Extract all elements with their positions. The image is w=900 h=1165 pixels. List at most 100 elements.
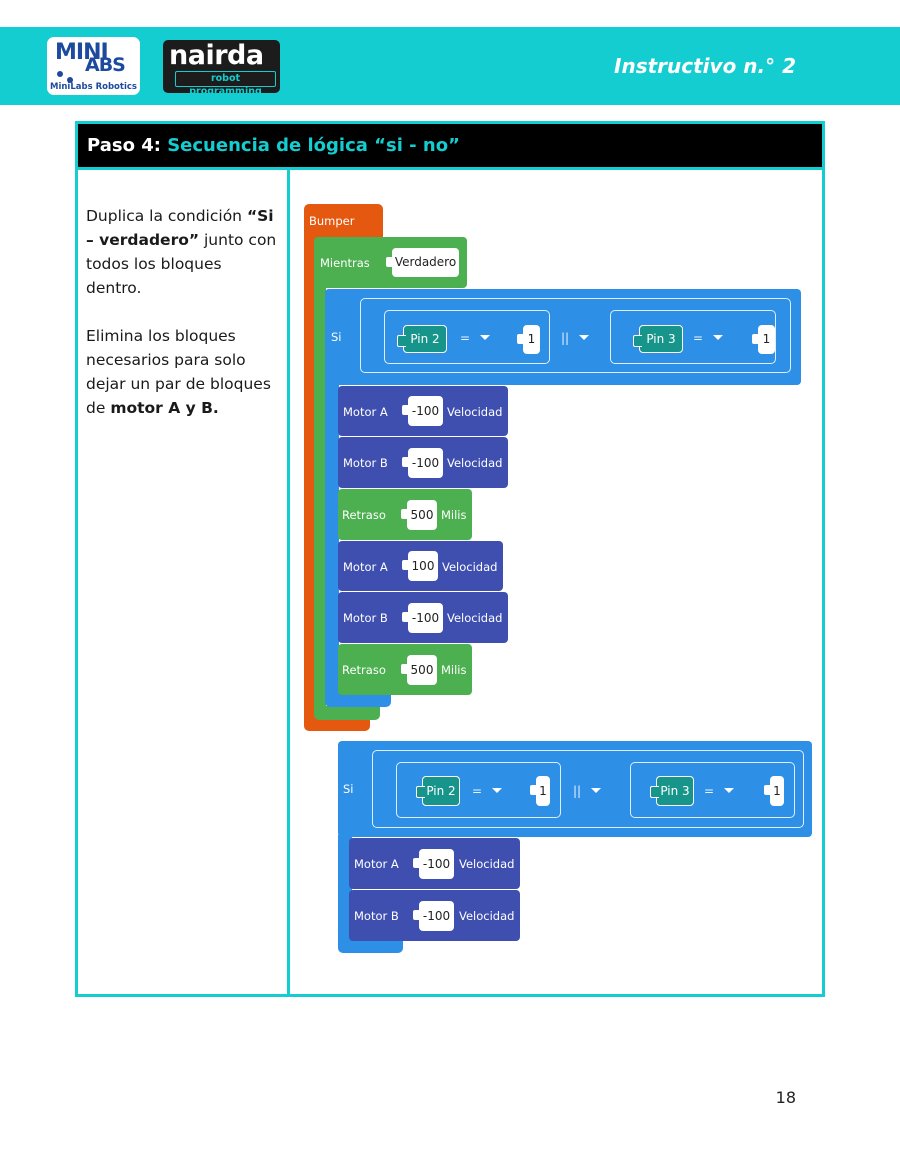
motor-label: Motor A [343,405,388,419]
if-label-1: Si [331,330,342,344]
header-title: Instructivo n.° 2 [614,54,796,78]
instruction-text: Elimina los bloques necesarios para solo… [86,327,271,417]
operator-dropdown-1-right[interactable]: = [693,331,724,345]
motor-b-block[interactable]: Motor B -100 Velocidad [338,592,508,643]
bumper-block-body [304,236,316,724]
operator-dropdown-2-left[interactable]: = [472,784,503,798]
instructions-column: Duplica la condición “Si – verdadero” ju… [86,204,278,444]
if-label-2: Si [343,782,354,796]
motor-a-block[interactable]: Motor A -100 Velocidad [338,386,508,436]
instruction-text: junto con todos los bloques dentro. [86,231,277,297]
operator-1-right: = [693,331,704,345]
motor-b-block[interactable]: Motor B -100 Velocidad [338,437,508,488]
while-block-body [314,286,326,716]
minilabs-logo-subtitle: MiniLabs Robotics [50,82,137,92]
instruction-paragraph-1: Duplica la condición “Si – verdadero” ju… [86,204,278,300]
motor-b-block[interactable]: Motor B -100 Velocidad [349,890,520,941]
bumper-label: Bumper [309,214,355,228]
speed-value-chip[interactable]: -100 [402,448,443,478]
instruction-emphasis: “Si – verdadero” [86,207,274,249]
if-block-2-footer [338,939,403,953]
value-chip-1-right[interactable]: 1 [752,325,775,354]
if-block-1-footer [325,693,391,707]
nairda-logo-tagline: robot programming [175,71,276,97]
or-expression-1 [360,298,791,373]
speed-unit-label: Velocidad [442,560,498,574]
chevron-down-icon [591,788,602,793]
motor-label: Motor B [343,456,388,470]
while-block[interactable]: Mientras Verdadero [314,237,467,288]
nairda-logo: nairda robot programming [163,40,280,97]
speed-unit-label: Velocidad [447,456,503,470]
operator-1-left: = [460,331,471,345]
delay-unit-label: Milis [441,663,467,677]
operator-dropdown-1-left[interactable]: = [460,331,491,345]
motor-a-block[interactable]: Motor A 100 Velocidad [338,541,503,591]
pin-chip-2-left[interactable]: Pin 2 [416,776,460,806]
value-chip-2-right[interactable]: 1 [764,776,784,806]
motor-label: Motor A [354,857,399,871]
chevron-down-icon [713,335,724,340]
value-chip-1-left[interactable]: 1 [517,325,540,354]
logic-dropdown-1[interactable]: || [561,331,590,345]
pin-chip-1-left[interactable]: Pin 2 [397,325,447,353]
chevron-down-icon [724,788,735,793]
speed-unit-label: Velocidad [459,909,515,923]
operator-2-right: = [704,784,715,798]
pin-chip-2-right[interactable]: Pin 3 [650,776,694,806]
while-value-chip[interactable]: Verdadero [386,248,459,277]
logic-dropdown-2[interactable]: || [573,784,602,798]
header-band [0,27,900,105]
instruction-emphasis: motor A y B. [110,399,219,417]
if-block-1-body [325,383,339,703]
while-label: Mientras [320,256,370,270]
delay-block[interactable]: Retraso 500 Milis [338,644,472,695]
comparison-right-2[interactable] [630,762,795,818]
comparison-left-2[interactable] [396,762,561,818]
comparison-left-1[interactable] [384,310,550,364]
chevron-down-icon [579,335,590,340]
delay-block[interactable]: Retraso 500 Milis [338,489,472,540]
logic-operator-1: || [561,331,570,345]
speed-value-chip[interactable]: -100 [413,901,454,931]
bumper-block[interactable]: Bumper [304,204,383,238]
pin-chip-1-right[interactable]: Pin 3 [633,325,683,353]
instruction-paragraph-2: Elimina los bloques necesarios para solo… [86,324,278,420]
page-number: 18 [775,1088,796,1107]
step-header: Paso 4: Secuencia de lógica “si - no” [78,124,822,170]
motor-label: Motor A [343,560,388,574]
or-expression-2 [372,750,804,828]
speed-unit-label: Velocidad [447,405,503,419]
speed-unit-label: Velocidad [459,857,515,871]
motor-label: Motor B [343,611,388,625]
value-chip-2-left[interactable]: 1 [530,776,550,806]
speed-value-chip[interactable]: 100 [402,551,438,581]
step-heading: Paso 4: Secuencia de lógica “si - no” [87,135,460,156]
delay-label: Retraso [342,508,386,522]
step-table: Paso 4: Secuencia de lógica “si - no” Du… [75,121,825,997]
if-block-2[interactable]: Si Pin 2 = 1 || Pin 3 = 1 [338,741,812,837]
speed-value-chip[interactable]: -100 [402,396,443,426]
delay-label: Retraso [342,663,386,677]
delay-value-chip[interactable]: 500 [401,500,437,530]
comparison-right-1[interactable] [610,310,776,364]
speed-value-chip[interactable]: -100 [402,603,443,633]
nairda-logo-word: nairda [169,40,264,71]
step-label: Paso 4: [87,135,161,156]
minilabs-logo-abs: ABS [85,54,126,76]
if-block-1[interactable]: Si Pin 2 = 1 || Pin 3 = 1 [325,289,801,385]
speed-value-chip[interactable]: -100 [413,849,454,879]
minilabs-logo: MINI ABS MiniLabs Robotics [47,37,140,95]
motor-label: Motor B [354,909,399,923]
logic-operator-2: || [573,784,582,798]
column-divider [287,170,290,994]
delay-value-chip[interactable]: 500 [401,655,437,685]
step-title: Secuencia de lógica “si - no” [167,135,460,156]
instruction-text: Duplica la condición [86,207,247,225]
motor-a-block[interactable]: Motor A -100 Velocidad [349,838,520,889]
chevron-down-icon [480,335,491,340]
operator-2-left: = [472,784,483,798]
operator-dropdown-2-right[interactable]: = [704,784,735,798]
while-block-footer [314,706,380,720]
if-block-2-body [338,835,352,945]
